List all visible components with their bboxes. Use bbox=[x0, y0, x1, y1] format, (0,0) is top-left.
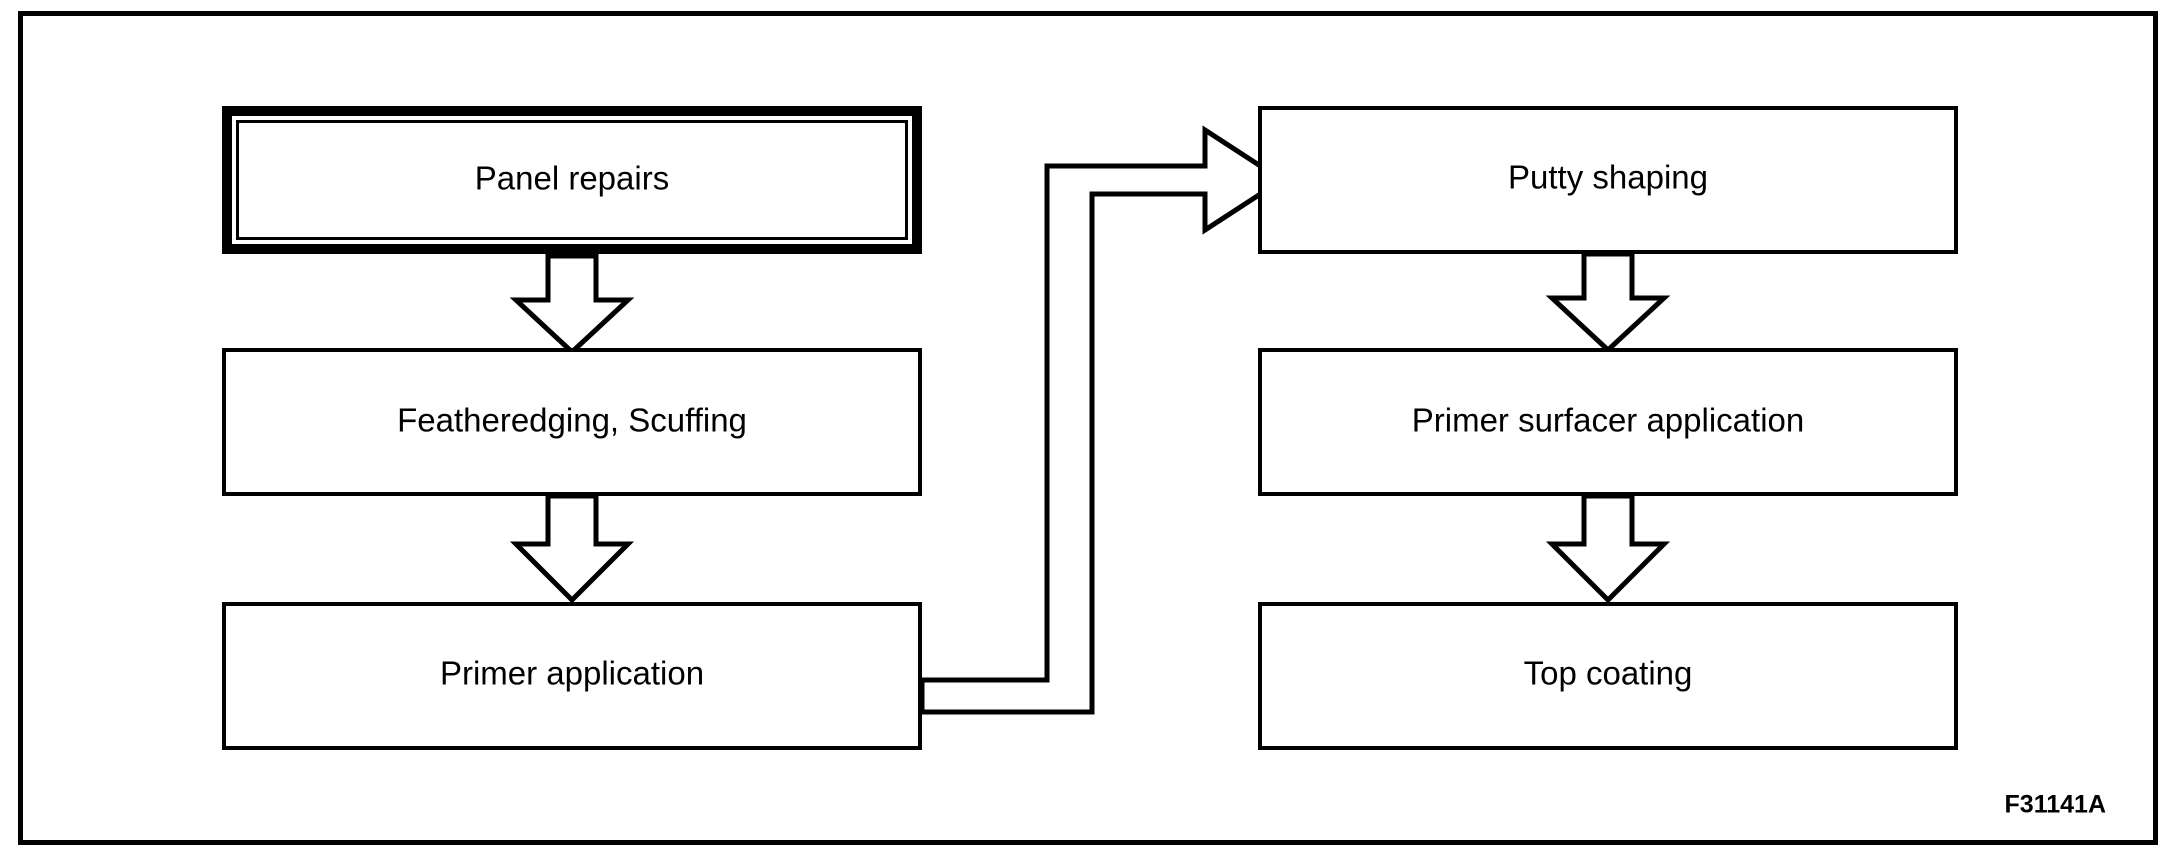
arrow-elbow-right-icon bbox=[919, 125, 1287, 715]
node-featheredging-scuffing-label: Featheredging, Scuffing bbox=[397, 402, 747, 439]
node-panel-repairs-inner-border bbox=[236, 120, 908, 240]
node-primer-surfacer-application[interactable]: Primer surfacer application bbox=[1258, 348, 1958, 496]
diagram-frame bbox=[18, 11, 2158, 845]
node-primer-application-label: Primer application bbox=[440, 655, 704, 692]
arrow-primer-application-to-putty-shaping bbox=[919, 125, 1287, 715]
arrow-putty-shaping-to-primer-surfacer bbox=[1545, 251, 1671, 354]
node-featheredging-scuffing-box bbox=[222, 348, 922, 496]
node-primer-surfacer-application-label: Primer surfacer application bbox=[1412, 402, 1805, 439]
arrow-primer-surfacer-to-top-coating bbox=[1545, 493, 1671, 604]
node-featheredging-scuffing[interactable]: Featheredging, Scuffing bbox=[222, 348, 922, 496]
arrow-down-icon bbox=[509, 253, 635, 356]
node-panel-repairs-label: Panel repairs bbox=[475, 160, 669, 197]
arrow-down-icon bbox=[1545, 251, 1671, 354]
node-primer-application-box bbox=[222, 602, 922, 750]
arrow-down-icon bbox=[509, 493, 635, 604]
node-putty-shaping[interactable]: Putty shaping bbox=[1258, 106, 1958, 254]
arrow-down-icon bbox=[1545, 493, 1671, 604]
arrow-featheredging-to-primer-application bbox=[509, 493, 635, 604]
node-panel-repairs[interactable]: Panel repairs bbox=[222, 106, 922, 254]
node-top-coating[interactable]: Top coating bbox=[1258, 602, 1958, 750]
node-primer-application[interactable]: Primer application bbox=[222, 602, 922, 750]
node-top-coating-label: Top coating bbox=[1524, 655, 1693, 692]
node-top-coating-box bbox=[1258, 602, 1958, 750]
arrow-panel-repairs-to-featheredging bbox=[509, 253, 635, 356]
figure-reference-code: F31141A bbox=[2005, 791, 2106, 819]
node-putty-shaping-label: Putty shaping bbox=[1508, 159, 1708, 196]
